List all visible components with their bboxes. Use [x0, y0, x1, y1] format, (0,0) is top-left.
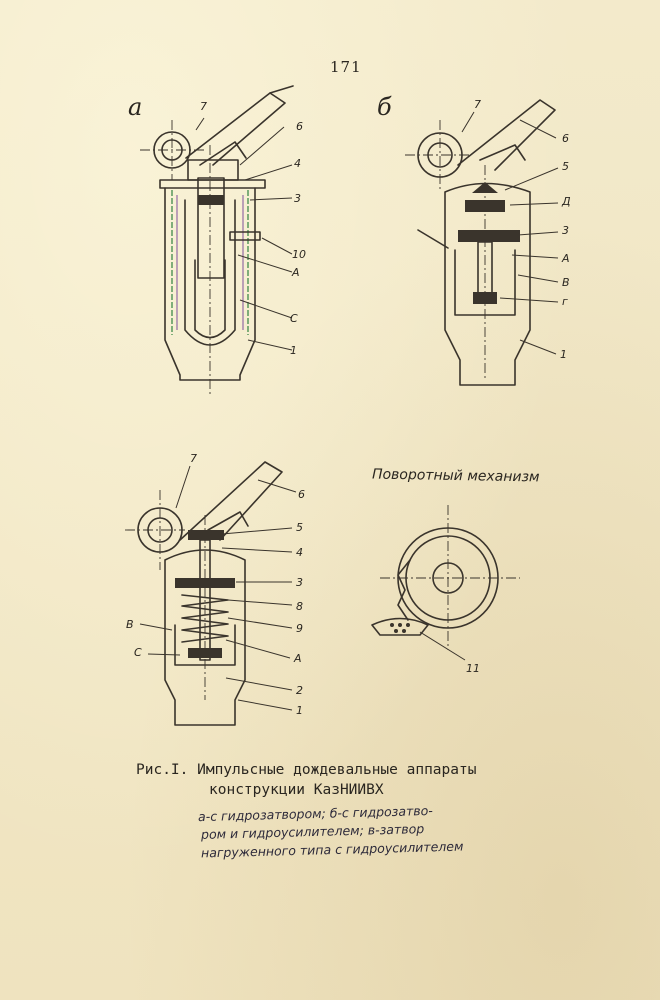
figure-a-head: [187, 159, 239, 181]
figure-a-label: а: [128, 93, 143, 121]
figure-b-arm-inner: [479, 144, 526, 161]
figure-c-spring: [181, 594, 229, 643]
svg-text:1: 1: [560, 348, 567, 361]
svg-text:11: 11: [466, 662, 480, 675]
svg-text:5: 5: [296, 521, 303, 534]
figure-a-green-lining: [171, 190, 249, 335]
figure-a-flange: [159, 179, 266, 189]
figure-a-nozzle-inner: [161, 139, 183, 161]
figure-c-spray-arm: [179, 461, 283, 541]
figure-caption-line-1: Рис.I. Импульсные дождевальные аппараты: [136, 762, 477, 778]
svg-text:7: 7: [474, 98, 481, 111]
rotary-callout-leader: [419, 631, 466, 661]
svg-text:6: 6: [296, 120, 303, 133]
figure-a-arm-tip: [269, 85, 294, 94]
svg-text:3: 3: [296, 576, 303, 589]
svg-text:7: 7: [200, 100, 207, 113]
svg-text:10: 10: [292, 248, 306, 261]
figure-c-body: [164, 549, 246, 726]
svg-text:1: 1: [296, 704, 303, 717]
figure-a-purple-lining: [176, 195, 244, 330]
rotary-base-holes: [390, 623, 410, 633]
svg-text:5: 5: [562, 160, 569, 173]
svg-text:Д: Д: [561, 195, 571, 208]
figure-c-top-valve: [188, 530, 224, 540]
rotary-hub: [432, 562, 464, 594]
svg-text:4: 4: [296, 546, 303, 559]
figure-c-lower-piston: [188, 648, 222, 658]
figure-a-body: [164, 187, 256, 381]
figure-c-disc: [175, 578, 235, 588]
figure-b-chamber: [454, 249, 516, 316]
figure-a-drawing: 7 6 4 3 10 A C 1: [140, 85, 306, 395]
svg-text:3: 3: [294, 192, 301, 205]
svg-text:1: 1: [290, 344, 297, 357]
figure-a-nozzle-outer: [153, 131, 191, 169]
svg-text:6: 6: [298, 488, 305, 501]
svg-text:9: 9: [296, 622, 303, 635]
svg-text:2: 2: [296, 684, 303, 697]
figure-b-nozzle-inner: [427, 142, 453, 168]
figure-a-inner-cup: [194, 259, 226, 339]
figure-b-valve-cone: [472, 182, 498, 193]
figure-c-drawing: 7 6 5 4 3 8 9 B C A 2 1: [125, 452, 305, 726]
svg-text:8: 8: [296, 600, 303, 613]
rotary-outer-ring: [397, 527, 499, 629]
figure-b-valve-seat: [465, 200, 505, 212]
rotary-inner-ring: [405, 535, 491, 621]
figure-b-lower-piston: [473, 292, 497, 304]
svg-text:A: A: [291, 266, 300, 279]
svg-text:C: C: [290, 312, 298, 325]
svg-text:B: B: [126, 618, 134, 631]
svg-text:A: A: [293, 652, 302, 665]
svg-text:B: B: [562, 276, 570, 289]
figure-b-nozzle-outer: [417, 132, 463, 178]
figure-a-spray-arm: [185, 92, 286, 166]
svg-text:г: г: [562, 295, 568, 308]
figure-c-nozzle-outer: [137, 507, 183, 553]
figure-b-side-pipe: [417, 229, 449, 249]
figure-b-disc: [458, 230, 520, 242]
figure-caption-line-2: конструкции КазНИИВХ: [209, 782, 384, 798]
svg-text:3: 3: [562, 224, 569, 237]
svg-text:6: 6: [562, 132, 569, 145]
figure-b-body: [444, 182, 531, 386]
figure-a-arm-inner: [199, 141, 247, 166]
figure-b-spray-arm: [457, 99, 556, 171]
svg-text:7: 7: [190, 452, 197, 465]
figure-a-cup: [184, 199, 236, 346]
figure-c-nozzle-inner: [147, 517, 173, 543]
figure-c-stem: [199, 539, 211, 661]
rotary-pawl: [397, 559, 411, 621]
figure-c-arm-inner: [207, 511, 249, 531]
page-number: 171: [330, 58, 362, 76]
svg-text:A: A: [561, 252, 570, 265]
figure-a-piston-seal: [198, 195, 224, 205]
rotary-mechanism-drawing: 11: [371, 505, 520, 675]
figure-a-side-tube: [229, 231, 261, 241]
figure-b-label: б: [377, 93, 392, 121]
svg-text:C: C: [134, 646, 142, 659]
figure-a-piston: [197, 177, 225, 279]
svg-text:4: 4: [294, 157, 301, 170]
figure-c-chamber: [174, 624, 236, 666]
figure-b-drawing: 7 6 5 Д 3 A B г 1: [405, 98, 571, 386]
